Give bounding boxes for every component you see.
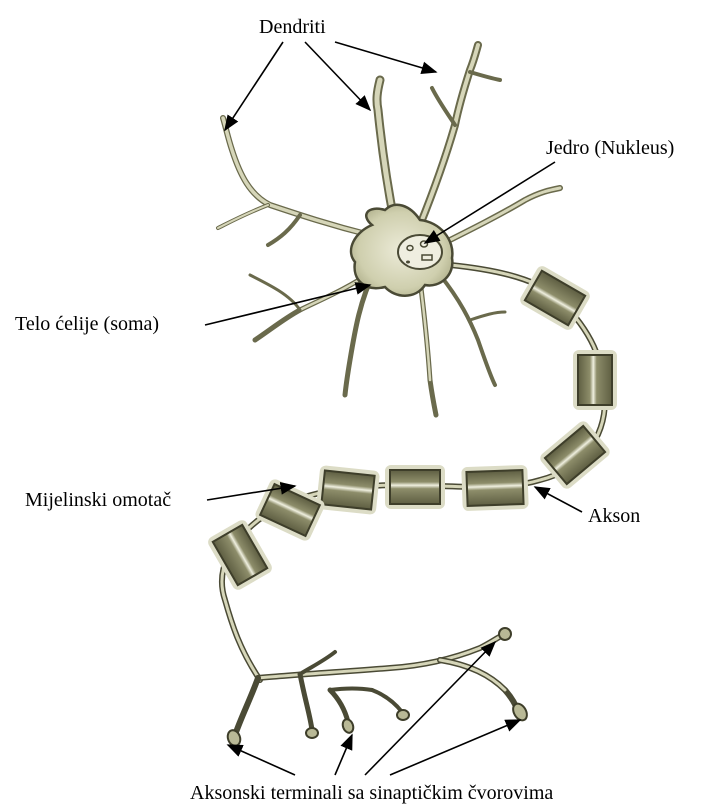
label-soma: Telo ćelije (soma)	[15, 314, 159, 334]
label-dendrites: Dendriti	[259, 17, 326, 37]
label-myelin: Mijelinski omotač	[25, 490, 171, 510]
arrow-dendrite-center	[305, 42, 370, 110]
label-axon: Akson	[588, 506, 640, 526]
nucleus	[398, 235, 442, 269]
arrow-dendrite-left	[225, 42, 283, 130]
arrow-terminal-2	[335, 735, 352, 775]
myelin-sheath	[206, 264, 617, 592]
arrow-axon	[535, 487, 582, 512]
arrow-dendrite-right	[335, 42, 436, 72]
arrow-terminal-4	[390, 720, 520, 775]
arrow-nucleus	[425, 162, 555, 243]
axon-terminals	[235, 635, 518, 735]
arrow-terminal-1	[228, 745, 295, 775]
label-nucleus: Jedro (Nukleus)	[546, 138, 674, 158]
label-terminals: Aksonski terminali sa sinaptičkim čvorov…	[190, 783, 553, 803]
